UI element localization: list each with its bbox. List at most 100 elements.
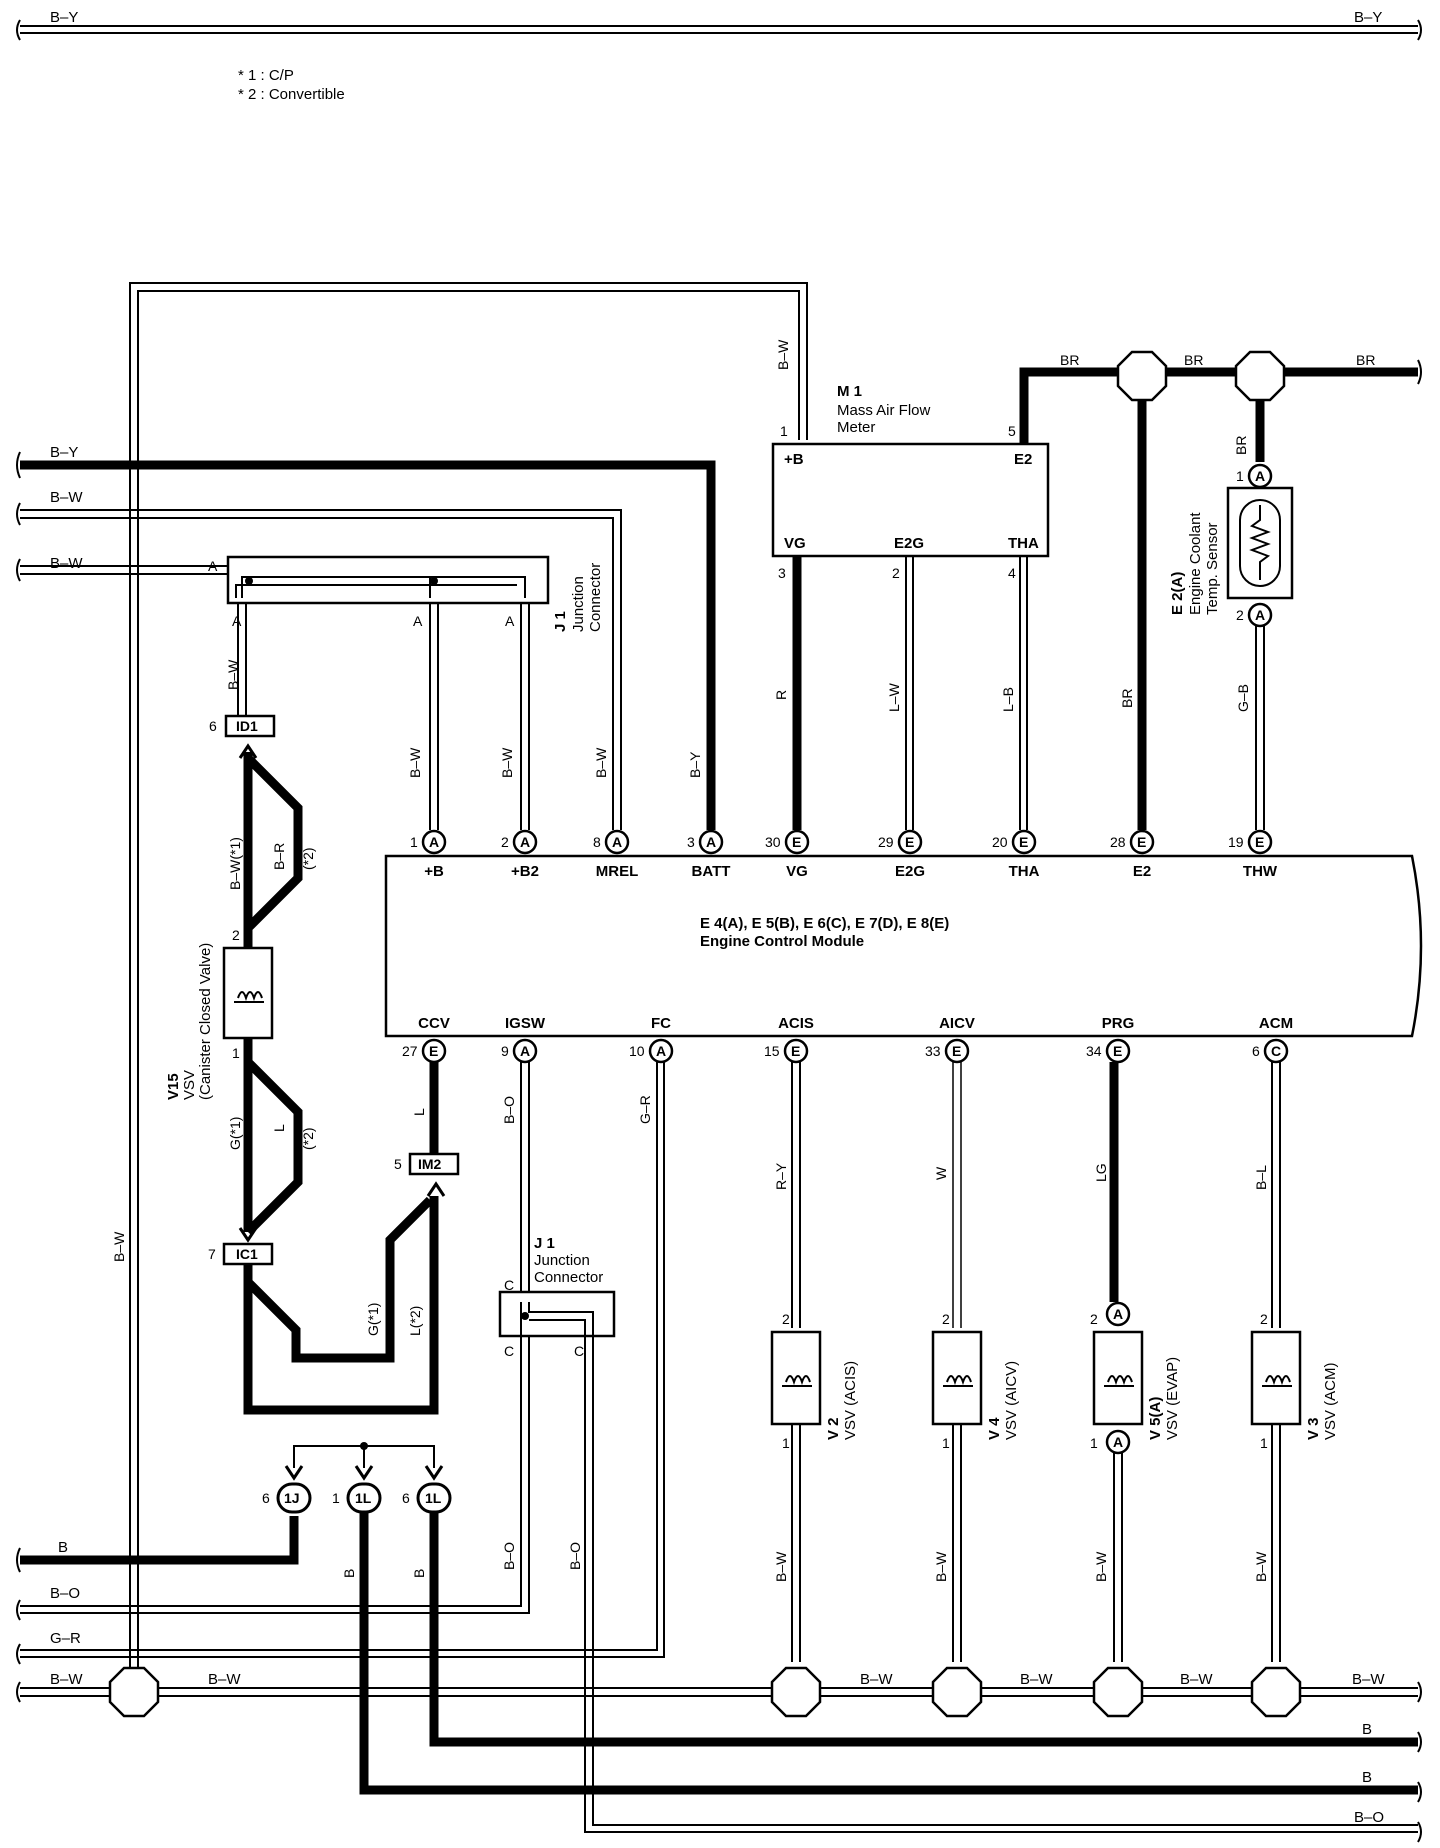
wire-label-b-y-left: B–Y: [50, 444, 78, 461]
coolant-temp-sensor: [1226, 486, 1294, 600]
wire-label-br-1: BR: [1060, 352, 1079, 368]
wire-label-br-e2: BR: [1119, 689, 1135, 708]
ecm-terminal-label: E2G: [895, 863, 925, 880]
wire-label-b-w-m1: B–W: [775, 339, 791, 370]
wire-label-star2-upper: (*2): [300, 847, 316, 870]
v2-coil-icon: [785, 1375, 811, 1386]
connector-1j: [276, 1482, 312, 1514]
v3-pin-1: 1: [1260, 1435, 1268, 1451]
wire-b-w-main-loop: [129, 282, 808, 1672]
ecm-pin-connector: C: [1271, 1043, 1281, 1059]
splice-b-w-4: [1092, 1666, 1144, 1718]
wire-label-b-w-left-2: B–W: [50, 555, 83, 572]
wire-label-b-w-left: B–W: [111, 1231, 127, 1262]
wire-label-b-right-1: B: [1362, 1721, 1372, 1738]
wire-igsw-b-o: [520, 1062, 530, 1302]
v2-pin-1: 1: [782, 1435, 790, 1451]
splice-b-w-2: [770, 1666, 822, 1718]
v5-name: VSV (EVAP): [1164, 1357, 1181, 1440]
wire-label-b-o-right: B–O: [1354, 1809, 1384, 1826]
wire-label-r: R: [773, 690, 789, 700]
connector-im2-label: IM2: [418, 1156, 442, 1172]
e2a-pin-2-c: A: [1255, 607, 1265, 623]
vsv-canister-closed-valve: [222, 946, 274, 1040]
wire-label-l-b: L–B: [1000, 687, 1016, 712]
ecm-pin-number: 8: [593, 834, 601, 850]
ecm-terminal-label: FC: [651, 1015, 671, 1032]
ecm-pin-number: 30: [765, 834, 781, 850]
ecm-terminal-label: ACM: [1259, 1015, 1293, 1032]
connector-1l-a-pin: 1: [332, 1490, 340, 1506]
j1-top-name-1: Junction: [570, 576, 587, 632]
wire-label-b-l: B–L: [1253, 1165, 1269, 1190]
wire-label-br-sensor: BR: [1233, 436, 1249, 455]
connector-im2-pin: 5: [394, 1156, 402, 1172]
v3-pin-2: 2: [1260, 1311, 1268, 1327]
wire-b-w-ground-bus: [20, 1687, 1418, 1697]
ecm-pin-number: 34: [1086, 1043, 1102, 1059]
v3-id: V 3: [1305, 1417, 1322, 1440]
wire-br-bus: [1019, 367, 1418, 444]
junction-connector-top: [226, 555, 550, 605]
top-bus: [16, 19, 1422, 41]
ecm-pin-number: 28: [1110, 834, 1126, 850]
ecm-pin-connector: E: [1113, 1043, 1122, 1059]
ecm-id: E 4(A), E 5(B), E 6(C), E 7(D), E 8(E): [700, 915, 949, 932]
br-bus-break: [1417, 359, 1422, 385]
j1-bottom-term-c2: C: [574, 1343, 584, 1359]
ecm-pin-plusb2: A2+B2: [501, 829, 539, 880]
wire-label-lg: LG: [1093, 1163, 1109, 1182]
wire-label-b-o-left: B–O: [50, 1585, 80, 1602]
v4-coil-icon: [946, 1375, 972, 1386]
ecm-terminal-label: MREL: [596, 863, 639, 880]
v3-name: VSV (ACM): [1322, 1362, 1339, 1440]
wire-label-b-w-bus-1: B–W: [50, 1671, 83, 1688]
wire-ic1-im2: [243, 1196, 439, 1415]
wire-b-w-plusb2: [520, 603, 530, 830]
wire-label-b-o-igsw: B–O: [501, 1096, 517, 1124]
ecm-pin-connector: A: [612, 834, 622, 850]
v15-name-2: (Canister Closed Valve): [197, 943, 214, 1100]
ecm-terminal-label: +B: [424, 863, 444, 880]
wire-label-b-w1: B–W(*1): [227, 837, 243, 890]
ecm-pin-connector: A: [656, 1043, 666, 1059]
ecm-terminal-label: BATT: [692, 863, 731, 880]
vsv-acis: [770, 1330, 822, 1426]
j1-bottom-term-top: C: [504, 1277, 514, 1293]
splice-b-w-1: [108, 1666, 160, 1718]
wire-label-r-y: R–Y: [773, 1162, 789, 1190]
e2a-pin-2-circle: [1247, 602, 1273, 628]
wire-label-b-w-plusb2: B–W: [499, 747, 515, 778]
v4-id: V 4: [986, 1417, 1003, 1440]
j1-bottom-inner: [520, 1302, 594, 1336]
v15-coil-icon: [237, 991, 263, 1002]
splice-b-w-3: [931, 1666, 983, 1718]
wire-v15-upper: [243, 752, 303, 948]
wire-label-b-w-bus-5: B–W: [1180, 1671, 1213, 1688]
j1-bottom-term-c1: C: [504, 1343, 514, 1359]
mass-air-flow-meter: [771, 442, 1050, 558]
wire-b-o-bus: [20, 1336, 1418, 1833]
wire-label-b-w-bus-2: B–W: [208, 1671, 241, 1688]
wire-label-b-left: B: [58, 1539, 68, 1556]
wire-fc-g-r: [20, 1062, 665, 1658]
ecm-terminal-label: PRG: [1102, 1015, 1135, 1032]
ecm-terminal-label: CCV: [418, 1015, 450, 1032]
v5-pin-1-c: A: [1113, 1434, 1123, 1450]
wire-v15-lower: [243, 1038, 303, 1236]
splice-b-w-5: [1250, 1666, 1302, 1718]
m1-pin-4: 4: [1008, 565, 1016, 581]
connector-1j-label: 1J: [284, 1490, 300, 1506]
splice-br-2: [1234, 350, 1286, 402]
ecm-pin-connector: E: [952, 1043, 961, 1059]
v4-pin-1: 1: [942, 1435, 950, 1451]
ecm-pin-number: 15: [764, 1043, 780, 1059]
ecm-pin-number: 27: [402, 1043, 418, 1059]
engine-control-module: [384, 854, 1423, 1038]
